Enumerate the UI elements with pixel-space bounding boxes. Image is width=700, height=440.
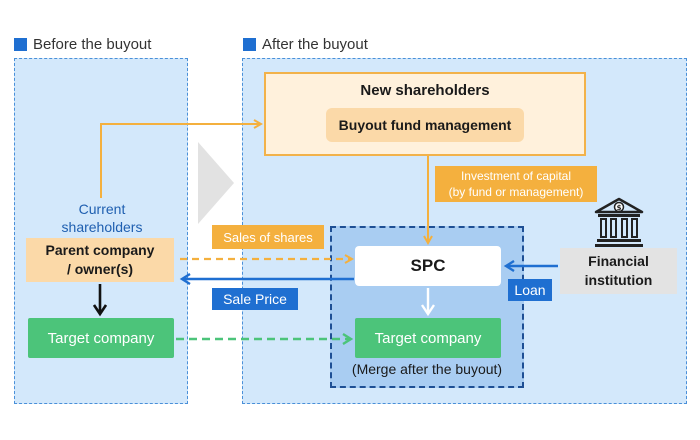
parent-company-line1: Parent company — [45, 242, 155, 258]
target-company-before-box: Target company — [28, 318, 174, 358]
after-section-label: After the buyout — [243, 36, 368, 53]
before-section-text: Before the buyout — [33, 36, 152, 53]
target-company-after-box: Target company — [355, 318, 501, 358]
financial-institution-line1: Financial — [588, 253, 649, 269]
before-marker-icon — [14, 38, 27, 51]
parent-company-box: Parent company / owner(s) — [26, 238, 174, 282]
new-shareholders-box: New shareholders Buyout fund management — [264, 72, 586, 156]
spc-box: SPC — [355, 246, 501, 286]
financial-institution-line2: institution — [584, 272, 653, 288]
svg-text:$: $ — [617, 204, 622, 212]
new-shareholders-title: New shareholders — [360, 82, 490, 99]
investment-label: Investment of capital (by fund or manage… — [435, 166, 597, 202]
merge-note: (Merge after the buyout) — [351, 361, 503, 377]
investment-label-line1: Investment of capital — [460, 169, 572, 183]
buyout-fund-box: Buyout fund management — [326, 108, 524, 142]
after-section-text: After the buyout — [262, 36, 368, 53]
bank-icon: $ — [594, 197, 644, 247]
after-marker-icon — [243, 38, 256, 51]
current-shareholders-line1: Current — [78, 201, 126, 217]
current-shareholders-line2: shareholders — [61, 219, 143, 235]
before-section-label: Before the buyout — [14, 36, 151, 53]
sale-price-label: Sale Price — [212, 288, 298, 310]
parent-company-line2: / owner(s) — [66, 261, 134, 277]
chevron-right-icon — [198, 142, 234, 224]
current-shareholders-label: Current shareholders — [26, 200, 178, 236]
investment-label-line2: (by fund or management) — [448, 185, 584, 199]
sales-of-shares-label: Sales of shares — [212, 225, 324, 249]
financial-institution-box: Financial institution — [560, 248, 677, 294]
loan-label: Loan — [508, 279, 552, 301]
